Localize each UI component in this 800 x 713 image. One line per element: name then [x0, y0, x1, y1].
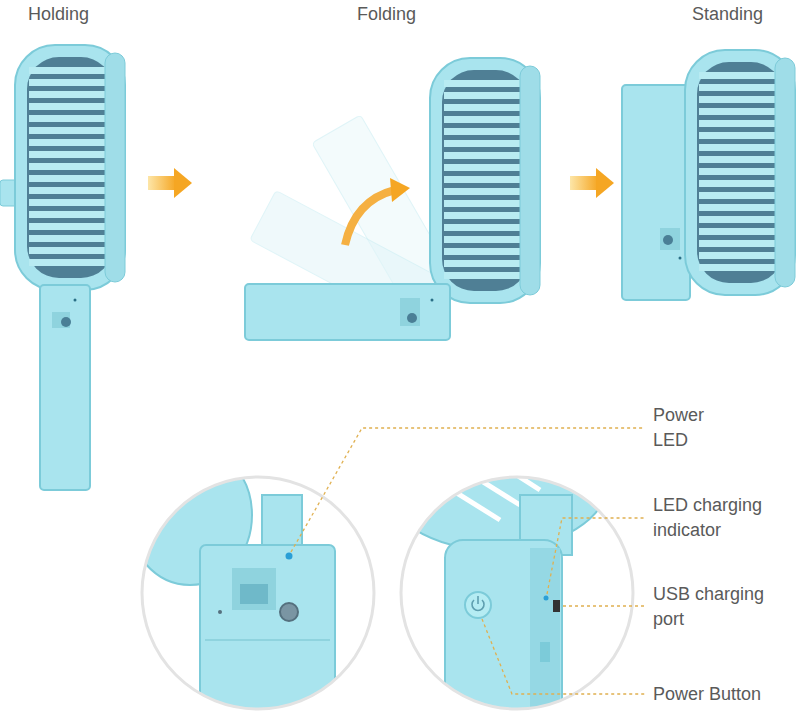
- step-heading: Folding: [357, 2, 477, 27]
- step-heading: Holding: [28, 2, 148, 27]
- part-label: LED charging indicator: [653, 493, 793, 543]
- part-label: Power LED: [653, 403, 723, 453]
- step-heading: Standing: [692, 2, 796, 27]
- part-label: USB charging port: [653, 582, 793, 632]
- part-label: Power Button: [653, 682, 793, 707]
